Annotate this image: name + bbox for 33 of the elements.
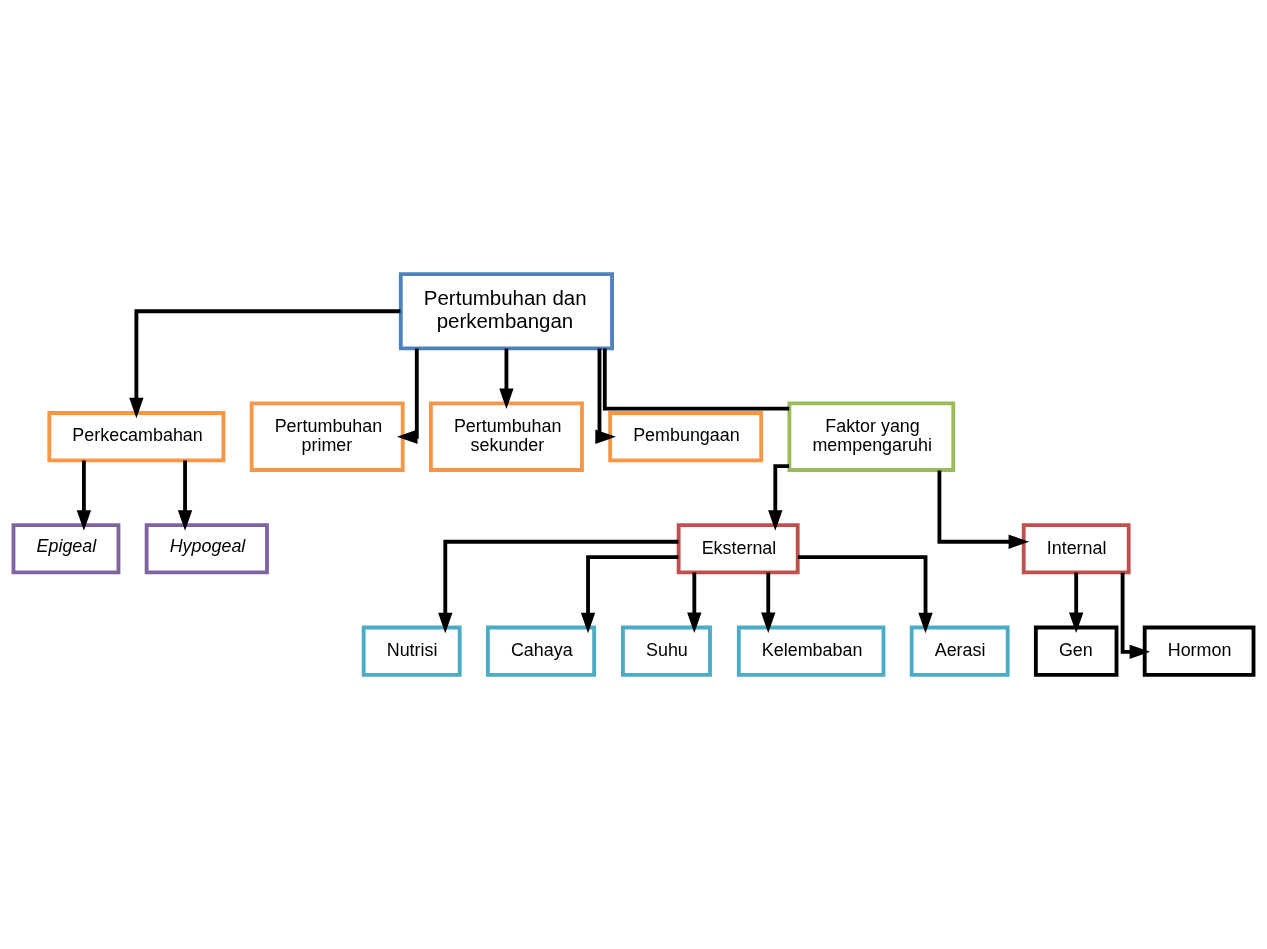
- arrow: [396, 348, 419, 444]
- arrow: [937, 470, 1030, 549]
- arrow: [687, 572, 702, 634]
- arrow: [1120, 572, 1151, 659]
- node-box: Epigeal: [11, 523, 121, 575]
- arrow: [76, 460, 92, 531]
- node-box: Kelembaban: [736, 625, 886, 677]
- arrow: [177, 460, 193, 531]
- node-box: Cahaya: [485, 625, 597, 677]
- arrow: [768, 464, 790, 531]
- node-box: Nutrisi: [361, 625, 462, 677]
- arrow: [595, 348, 616, 444]
- arrow: [1069, 572, 1084, 634]
- node-box: Hypogeal: [144, 523, 269, 575]
- node-box: Perkecambahan: [47, 411, 226, 463]
- node-box: Suhu: [621, 625, 712, 677]
- node-box: Faktor yang mempengaruhi: [787, 401, 956, 472]
- node-box: Pembungaan: [608, 411, 764, 463]
- arrow: [580, 555, 679, 634]
- arrow: [761, 572, 776, 634]
- node-box: Pertumbuhan dan perkembangan: [398, 272, 614, 351]
- node-box: Hormon: [1142, 625, 1256, 677]
- arrow: [797, 555, 933, 634]
- node-box: Eksternal: [676, 523, 800, 575]
- arrow: [438, 539, 679, 634]
- connector: [602, 348, 790, 411]
- node-box: Internal: [1021, 523, 1131, 575]
- node-box: Aerasi: [909, 625, 1010, 677]
- arrow: [499, 348, 514, 409]
- arrow: [129, 309, 401, 419]
- node-box: Pertumbuhan primer: [249, 401, 405, 472]
- node-box: Gen: [1033, 625, 1119, 677]
- node-box: Pertumbuhan sekunder: [428, 401, 584, 472]
